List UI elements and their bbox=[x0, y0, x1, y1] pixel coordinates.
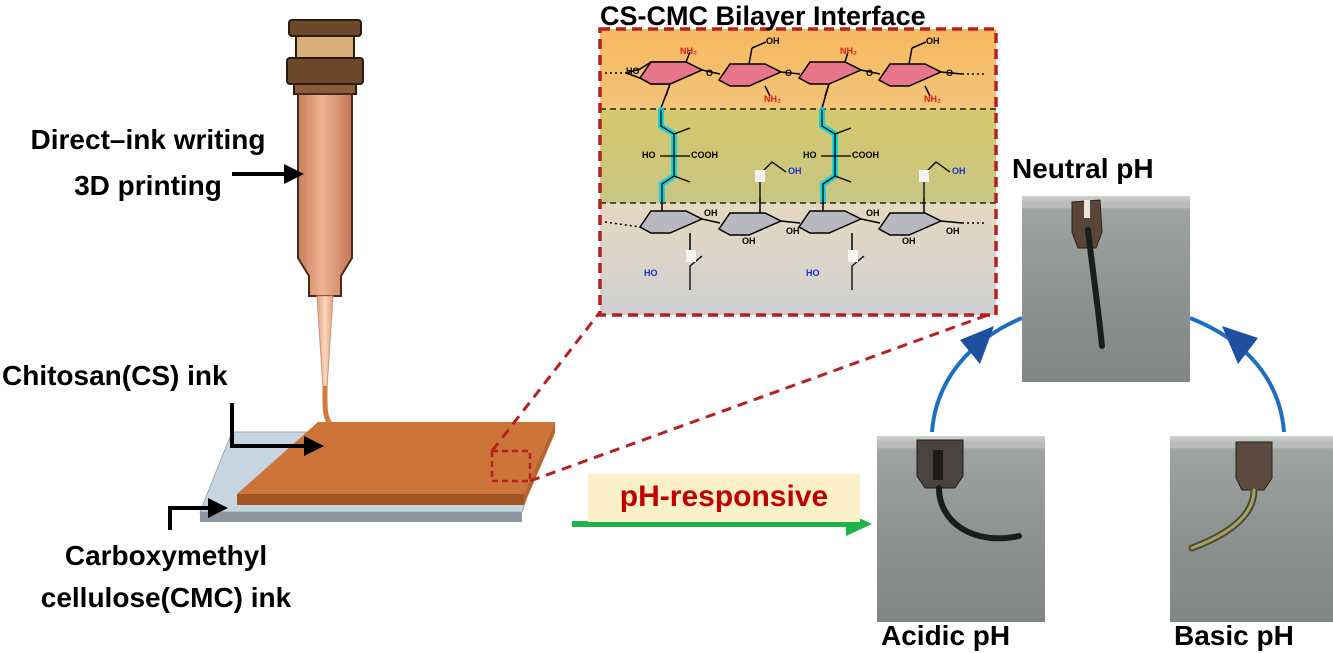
chem-o-cs-2: O bbox=[785, 68, 793, 78]
chem-oh-cmc-1: OH bbox=[704, 208, 718, 218]
chem-oh-cmc-3: OH bbox=[866, 208, 880, 218]
interface-zoom-box bbox=[598, 27, 998, 317]
diw-label-line1: Direct–ink writing bbox=[30, 124, 266, 155]
ph-responsive-tag: pH-responsive bbox=[588, 474, 860, 522]
cs-ink-pointer-arrow bbox=[230, 403, 324, 456]
basic-ph-photo bbox=[1170, 436, 1333, 622]
chem-nh2-bottom-2: NH₂ bbox=[924, 94, 941, 104]
chem-oh-cmc-5: OH bbox=[742, 236, 756, 246]
chem-oh-cmc-2: OH bbox=[786, 226, 800, 236]
chem-oh-cs-2: OH bbox=[926, 36, 940, 46]
chem-oh-cmc-6: OH bbox=[902, 236, 916, 246]
chem-nh2-top-1: NH₂ bbox=[680, 46, 697, 56]
neutral-ph-photo bbox=[1022, 196, 1190, 382]
chem-ho-citrate-1: HO bbox=[642, 150, 656, 160]
chem-oh-carboxyl-1: OH bbox=[788, 166, 802, 176]
ph-responsive-label: pH-responsive bbox=[619, 480, 829, 513]
neutral-ph-label: Neutral pH bbox=[1012, 153, 1154, 184]
chem-nh2-bottom-1: NH₂ bbox=[764, 94, 781, 104]
chem-o-cs-1: O bbox=[706, 68, 714, 78]
interface-title: CS-CMC Bilayer Interface bbox=[600, 1, 926, 31]
chem-cooh-citrate-1: COOH bbox=[691, 150, 718, 160]
chem-o-cs-4: O bbox=[946, 68, 954, 78]
cs-ink-label: Chitosan(CS) ink bbox=[2, 360, 228, 391]
acidic-ph-label: Acidic pH bbox=[881, 620, 1011, 651]
diw-label-line2: 3D printing bbox=[74, 170, 222, 201]
syringe bbox=[286, 19, 364, 426]
chem-cooh-citrate-2: COOH bbox=[852, 150, 879, 160]
cmc-ink-label-line2: cellulose(CMC) ink bbox=[40, 582, 292, 613]
cmc-ink-pointer-arrow bbox=[168, 498, 228, 530]
chem-ho-cmc-2: HO bbox=[806, 268, 820, 278]
acidic-ph-photo bbox=[877, 436, 1045, 622]
chem-ho-citrate-2: HO bbox=[803, 150, 817, 160]
chem-ho-cs-1: HO bbox=[626, 66, 640, 76]
chem-oh-cs-1: OH bbox=[766, 36, 780, 46]
cmc-ink-label-line1: Carboxymethyl bbox=[64, 540, 268, 571]
chem-o-cs-3: O bbox=[866, 68, 874, 78]
basic-ph-label: Basic pH bbox=[1174, 620, 1294, 651]
chem-ho-cmc-1: HO bbox=[644, 268, 658, 278]
chem-oh-cmc-4: OH bbox=[946, 226, 960, 236]
chem-oh-carboxyl-2: OH bbox=[952, 166, 966, 176]
chem-nh2-top-2: NH₂ bbox=[840, 46, 857, 56]
